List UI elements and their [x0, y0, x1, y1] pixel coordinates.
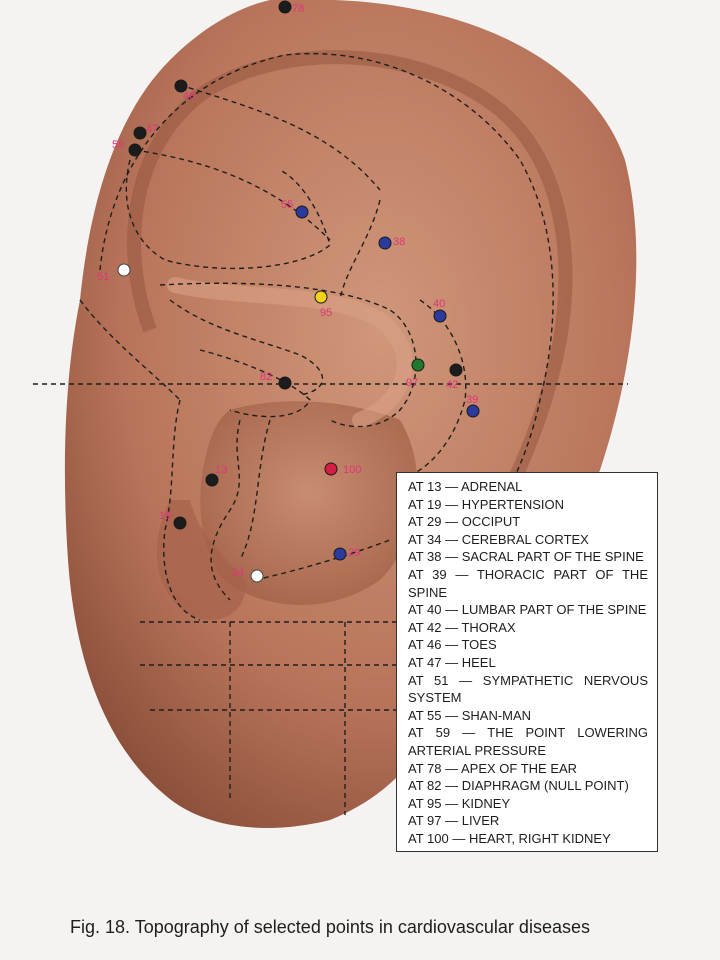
point-label-95: 95: [320, 307, 332, 319]
legend-item-39: AT 39 — THORACIC PART OF THE SPINE: [408, 566, 648, 600]
point-label-40: 40: [433, 298, 445, 310]
point-marker-100: [324, 462, 338, 476]
point-marker-42: [449, 363, 463, 377]
point-marker-39: [466, 404, 480, 418]
point-label-29: 29: [348, 547, 360, 559]
point-label-51: 51: [97, 271, 109, 283]
point-marker-40: [433, 309, 447, 323]
point-marker-95: [314, 290, 328, 304]
point-label-97: 97: [406, 377, 418, 389]
points-layer: 78 46 47 59 55 38 51 95 40 97 42 82 39 13 100 19 29 34: [97, 0, 480, 583]
legend-item-47: AT 47 — HEEL: [408, 654, 496, 670]
point-marker-51: [117, 263, 131, 277]
point-marker-97: [411, 358, 425, 372]
tragus: [156, 500, 246, 621]
point-marker-59: [128, 143, 142, 157]
concha: [200, 401, 418, 605]
legend-item-95: AT 95 — KIDNEY: [408, 795, 511, 811]
legend-item-40: AT 40 — LUMBAR PART OF THE SPINE: [408, 602, 647, 618]
point-marker-13: [205, 473, 219, 487]
point-label-42: 42: [446, 379, 458, 391]
legend-item-51: AT 51 — SYMPATHETIC NERVOUS SYSTEM: [408, 672, 648, 706]
legend-item-42: AT 42 — THORAX: [408, 619, 516, 635]
point-marker-46: [174, 79, 188, 93]
point-marker-38: [378, 236, 392, 250]
point-label-38: 38: [393, 236, 405, 248]
point-label-34: 34: [232, 567, 244, 579]
helix-shadow: [127, 50, 573, 560]
legend-item-46: AT 46 — TOES: [408, 637, 497, 653]
legend-item-34: AT 34 — CEREBRAL CORTEX: [408, 531, 589, 547]
point-label-47: 47: [146, 123, 158, 135]
point-marker-34: [250, 569, 264, 583]
point-marker-82: [278, 376, 292, 390]
legend-item-19: AT 19 — HYPERTENSION: [408, 496, 565, 512]
point-label-39: 39: [466, 394, 478, 406]
point-marker-55: [295, 205, 309, 219]
legend-item-78: AT 78 — APEX OF THE EAR: [408, 760, 578, 776]
legend-item-100: AT 100 — HEART, RIGHT KIDNEY: [408, 830, 611, 846]
point-marker-19: [173, 516, 187, 530]
point-marker-29: [333, 547, 347, 561]
point-label-100: 100: [343, 464, 361, 476]
legend-item-13: AT 13 — ADRENAL: [408, 479, 523, 494]
legend: AT 13 — ADRENAL AT 19 — HYPERTENSION AT …: [396, 472, 658, 853]
legend-item-29: AT 29 — OCCIPUT: [408, 514, 521, 530]
figure-caption: Fig. 18. Topography of selected points i…: [70, 917, 590, 937]
point-label-19: 19: [159, 510, 171, 522]
zone-lines: [79, 53, 554, 815]
point-label-82: 82: [260, 371, 272, 383]
legend-item-55: AT 55 — SHAN-MAN: [408, 707, 532, 723]
point-label-78: 78: [292, 3, 304, 15]
point-marker-78: [278, 0, 292, 14]
point-label-46: 46: [183, 90, 195, 102]
point-marker-47: [133, 126, 147, 140]
legend-item-59: AT 59 — THE POINT LOWERING ARTERIAL PRES…: [408, 725, 648, 758]
point-label-55: 55: [281, 199, 293, 211]
point-label-13: 13: [215, 464, 227, 476]
legend-item-38: AT 38 — SACRAL PART OF THE SPINE: [408, 549, 644, 565]
point-label-59: 59: [112, 139, 124, 151]
antihelix: [167, 277, 413, 428]
legend-item-97: AT 97 — LIVER: [408, 813, 500, 829]
legend-item-82: AT 82 — DIAPHRAGM (NULL POINT): [408, 778, 629, 794]
